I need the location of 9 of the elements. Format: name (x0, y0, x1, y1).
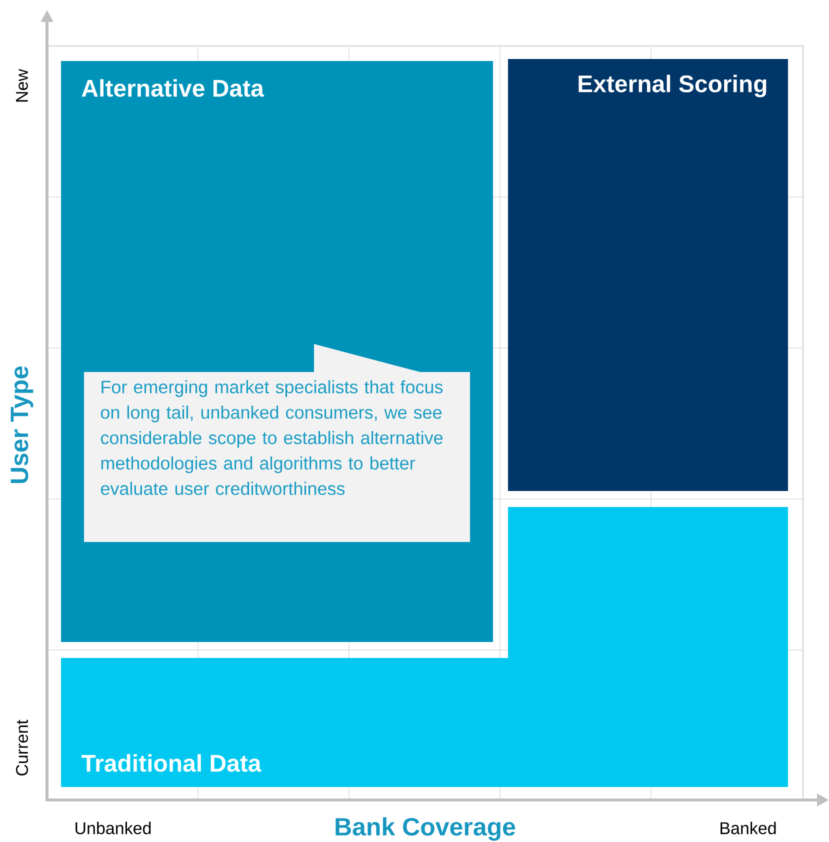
axis-tick-label: Unbanked (76, 822, 151, 834)
axis-tick-label: Banked (720, 822, 776, 834)
speech-bubble: For emerging market specialists that focus on long tail, unbanked consumers, we see considerable scope to establish alternative methodologies and algorithms to better evaluate user creditworthiness (84, 344, 470, 542)
axis-title: User Type (10, 366, 34, 483)
axis-tick-label: Current (16, 720, 28, 776)
quadrant-box: External Scoring (508, 58, 788, 491)
l-shaped-region: Traditional Data (61, 507, 788, 787)
axis-title: Bank Coverage (336, 817, 516, 841)
axis-tick-label: New (16, 68, 28, 102)
